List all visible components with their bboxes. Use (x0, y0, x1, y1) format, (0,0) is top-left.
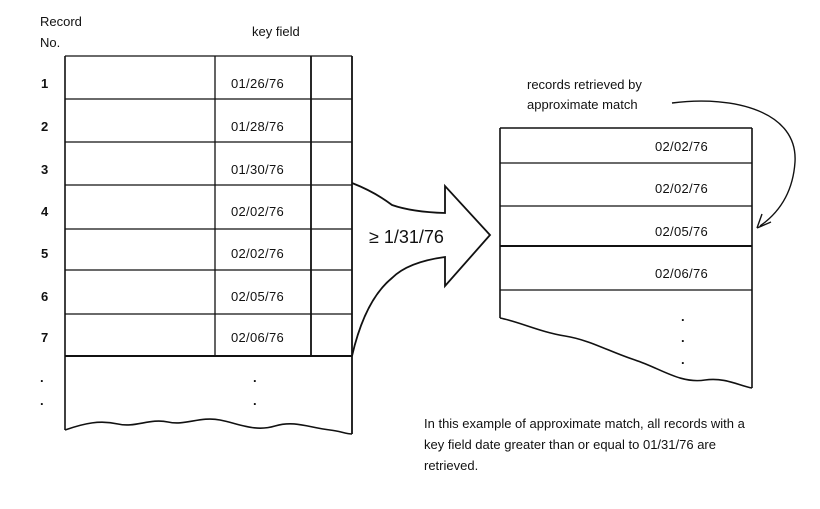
key-field-value: 02/06/76 (231, 330, 285, 345)
key-field-value: 01/30/76 (231, 162, 285, 177)
record-number: 5 (41, 246, 49, 261)
key-continuation-dot: . (253, 370, 257, 385)
caption-records-retrieved: records retrieved by (527, 77, 642, 92)
caption-approximate-match: approximate match (527, 97, 638, 112)
continuation-dot: . (40, 370, 44, 385)
key-field-value: 02/02/76 (231, 246, 285, 261)
record-number: 3 (41, 162, 49, 177)
header-record: Record (40, 14, 82, 29)
left-table-lines (64, 55, 353, 435)
header-no: No. (40, 35, 61, 50)
continuation-dot: . (40, 393, 44, 408)
match-condition: ≥ 1/31/76 (369, 227, 444, 247)
retrieved-value: 02/02/76 (655, 181, 709, 196)
key-field-value: 02/05/76 (231, 289, 285, 304)
right-table-lines (499, 127, 753, 389)
explanatory-note: In this example of approximate match, al… (424, 416, 745, 473)
retrieved-continuation-dot: . (681, 330, 685, 345)
record-number: 7 (41, 330, 49, 345)
retrieved-value: 02/05/76 (655, 224, 709, 239)
key-continuation-dot: . (253, 393, 257, 408)
record-number: 2 (41, 119, 49, 134)
key-field-value: 01/28/76 (231, 119, 285, 134)
retrieved-continuation-dot: . (681, 309, 685, 324)
callout-arrow (671, 100, 796, 229)
retrieved-value: 02/06/76 (655, 266, 709, 281)
record-number: 1 (41, 76, 49, 91)
record-number: 4 (41, 204, 49, 219)
key-field-value: 01/26/76 (231, 76, 285, 91)
retrieved-value: 02/02/76 (655, 139, 709, 154)
arrow-shape (351, 182, 492, 357)
key-field-value: 02/02/76 (231, 204, 285, 219)
header-key-field: key field (252, 24, 300, 39)
record-number: 6 (41, 289, 49, 304)
retrieved-continuation-dot: . (681, 352, 685, 367)
